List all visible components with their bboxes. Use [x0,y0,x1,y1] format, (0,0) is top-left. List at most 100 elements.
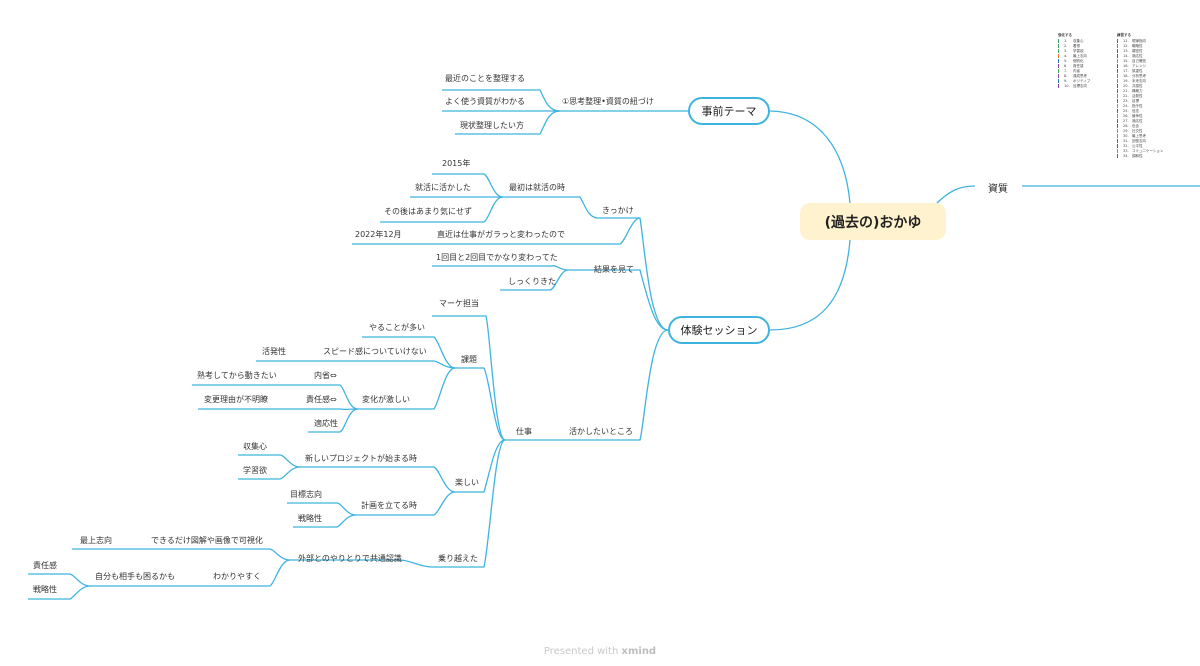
node-2022-12[interactable]: 2022年12月 [355,230,402,239]
node-result[interactable]: 結果を見て [594,265,634,274]
legend-item-number: 25. [1123,109,1129,113]
node-naisei[interactable]: 内省⇔ [314,371,337,380]
node-change[interactable]: 変化が激しい [362,395,410,404]
legend-color-bar [1117,84,1118,88]
node-fun[interactable]: 楽しい [455,478,479,487]
node-senryaku[interactable]: 戦略性 [298,514,322,523]
legend-color-bar [1058,74,1059,78]
legend-item: 28.包含 [1117,124,1163,129]
node-outside[interactable]: 外部とのやりとりで共通認識 [298,554,402,563]
legend-item: 4.最上志向 [1058,54,1090,59]
node-visual[interactable]: できるだけ図解や画像で可視化 [151,536,263,545]
node-first-shukatsu[interactable]: 最初は就活の時 [509,183,565,192]
legend-color-bar [1117,139,1118,143]
legend-item-label: コミュニケーション [1132,149,1164,153]
legend-item-number: 33. [1123,149,1129,153]
legend-color-bar [1117,74,1118,78]
main-topic-shishitsu[interactable]: 資質 [988,184,1008,195]
node-marke[interactable]: マーケ担当 [439,299,479,308]
legend-item-number: 26. [1123,114,1129,118]
node-shushu[interactable]: 収集心 [243,442,267,451]
legend-item-label: 慎重性 [1132,69,1143,73]
node-kikkake[interactable]: きっかけ [602,206,634,215]
legend-item: 15.自己確信 [1117,59,1163,64]
node-fit[interactable]: しっくりきた [508,277,556,286]
legend-color-bar [1117,119,1118,123]
legend-color-bar [1117,39,1118,43]
legend-item: 21.構築力 [1117,89,1163,94]
legend-item-label: 信念 [1132,109,1139,113]
node-newproj[interactable]: 新しいプロジェクトが始まる時 [305,454,417,463]
legend-color-bar [1117,154,1118,158]
legend-item-number: 31. [1123,139,1129,143]
legend-item-number: 1. [1064,39,1068,43]
legend-item: 18.分析思考 [1117,74,1163,79]
legend-item-number: 7. [1064,69,1068,73]
node-use[interactable]: 活かしたいところ [569,427,633,436]
legend-item: 20.共感性 [1117,84,1163,89]
legend-item: 22.活発性 [1117,94,1163,99]
legend-item: 26.競争性 [1117,114,1163,119]
legend-item-number: 14. [1123,54,1129,58]
node-many-tasks[interactable]: やることが多い [369,323,425,332]
root-topic[interactable]: (過去の)おかゆ [800,203,946,240]
legend-color-bar [1058,79,1059,83]
legend-item-number: 9. [1064,79,1068,83]
legend-color-bar [1117,89,1118,93]
legend-item: 27.適応性 [1117,119,1163,124]
node-senryaku-2[interactable]: 戦略性 [33,585,57,594]
legend-item: 3.学習欲 [1058,49,1090,54]
legend-color-bar [1117,94,1118,98]
legend-item-number: 32. [1123,144,1129,148]
node-jukko[interactable]: 熟考してから動きたい [197,371,277,380]
legend-color-bar [1058,39,1059,43]
node-easy[interactable]: わかりやすく [213,572,261,581]
node-pre-item-1[interactable]: 最近のことを整理する [445,74,525,83]
node-2015[interactable]: 2015年 [442,159,471,168]
legend-item: 13.親密性 [1117,49,1163,54]
node-pre-item-2[interactable]: よく使う資質がわかる [445,97,525,106]
legend-color-bar [1058,49,1059,53]
node-used-shukatsu[interactable]: 就活に活かした [415,183,471,192]
node-aite[interactable]: 自分も相手も困るかも [95,572,175,581]
node-gakushu[interactable]: 学習欲 [243,466,267,475]
legend-item: 30.最上思考 [1117,134,1163,139]
node-pre-item-3[interactable]: 現状整理したい方 [460,121,524,130]
legend-color-bar [1117,44,1118,48]
node-speed[interactable]: スピード感についていけない [323,347,427,356]
legend-item-number: 13. [1123,49,1129,53]
legend-color-bar [1117,69,1118,73]
legend-item-label: 適応性 [1132,119,1143,123]
legend-item-number: 34. [1123,154,1129,158]
node-changed[interactable]: 1回目と2回目でかなり変わってた [436,253,558,262]
main-topic-session[interactable]: 体験セッション [668,316,770,344]
node-sekinin[interactable]: 責任感⇔ [306,395,337,404]
legend-color-bar [1058,69,1059,73]
node-saijo[interactable]: 最上志向 [80,536,112,545]
legend-color-bar [1117,114,1118,118]
legend-item: 12.戦略性 [1117,44,1163,49]
legend-item-number: 12. [1123,44,1129,48]
node-recent[interactable]: 直近は仕事がガラっと変わったので [437,230,565,239]
legend-item-number: 29. [1123,129,1129,133]
node-after[interactable]: その後はあまり気にせず [384,207,472,216]
footer-presented-with: Presented with xmind [0,646,1200,657]
legend-color-bar [1117,104,1118,108]
node-sekinin-2[interactable]: 責任感 [33,561,57,570]
legend-item-label: 親密性 [1132,49,1143,53]
legend-item-number: 6. [1064,64,1068,68]
legend-color-bar [1117,144,1118,148]
node-mokuhyo[interactable]: 目標志向 [290,490,322,499]
node-katsu[interactable]: 活発性 [262,347,286,356]
node-pre-label[interactable]: ①思考整理•資質の紐づけ [562,97,654,106]
node-reason[interactable]: 変更理由が不明瞭 [204,395,268,404]
node-kadai[interactable]: 課題 [461,355,477,364]
node-plan[interactable]: 計画を立てる時 [361,501,417,510]
node-work[interactable]: 仕事 [516,427,532,436]
legend-item-label: 着想 [1073,44,1080,48]
node-overcome[interactable]: 乗り越えた [438,554,478,563]
legend-item-label: 目標志向 [1073,84,1087,88]
main-topic-pre-theme[interactable]: 事前テーマ [688,97,770,125]
node-tekio[interactable]: 適応性 [314,419,338,428]
